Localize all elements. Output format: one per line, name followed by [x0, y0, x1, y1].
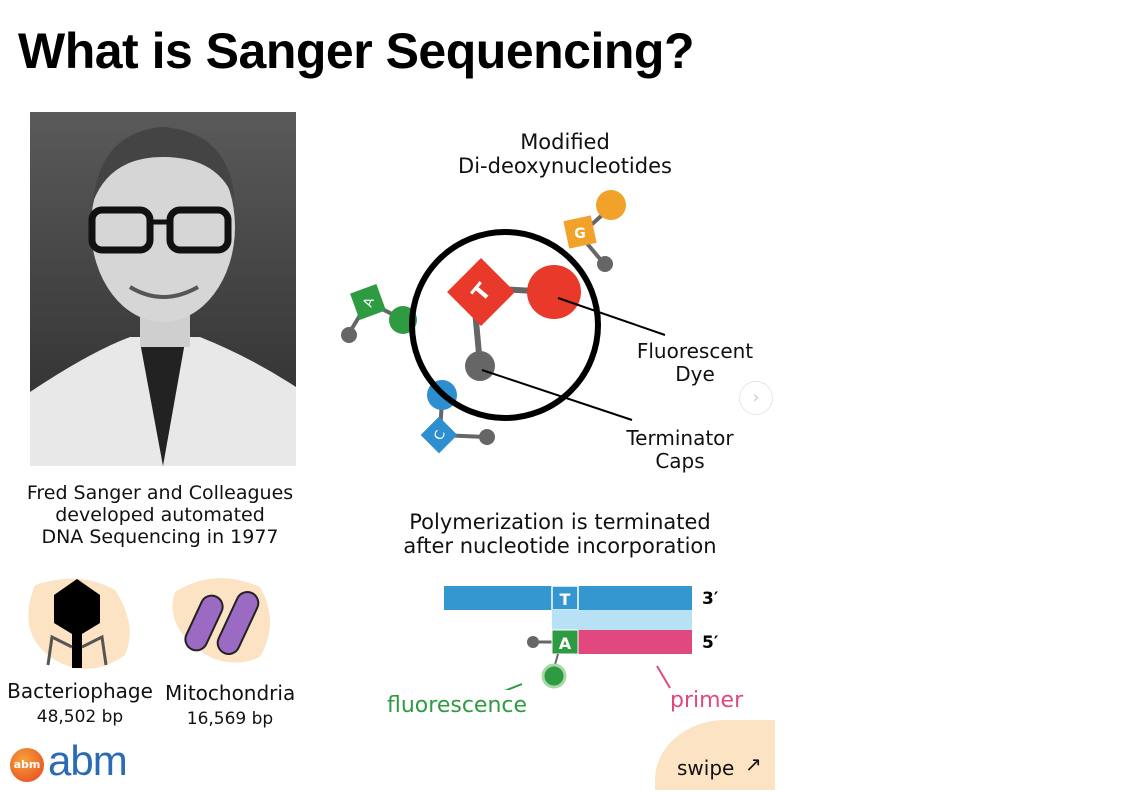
- label-line: Dye: [675, 362, 715, 386]
- bacteriophage-size: 48,502 bp: [36, 707, 124, 727]
- bacteriophage-icon: [28, 578, 130, 669]
- fluorescent-dye-label: Fluorescent Dye: [615, 340, 775, 386]
- fluorescence-label: fluorescence: [387, 693, 528, 718]
- bacteriophage-label: Bacteriophage: [7, 679, 153, 703]
- label-line: Fluorescent: [636, 339, 754, 363]
- cap-pointer: [481, 369, 633, 421]
- terminator-caps-label: Terminator Caps: [605, 427, 755, 473]
- abm-logo-text: abm: [48, 737, 128, 784]
- caption-line: DNA Sequencing in 1977: [41, 525, 279, 548]
- diagram-title: Modified Di-deoxynucleotides: [420, 130, 710, 178]
- page-title: What is Sanger Sequencing?: [18, 23, 695, 79]
- five-prime-label: 5′: [702, 633, 719, 653]
- label-line: Caps: [655, 449, 705, 473]
- mitochondria-label: Mitochondria: [165, 681, 296, 705]
- caption-line: Fred Sanger and Colleagues: [26, 482, 294, 504]
- photo-caption: Fred Sanger and Colleagues developed aut…: [10, 482, 310, 549]
- mitochondria-icon: [172, 578, 270, 663]
- label-line: Terminator: [626, 426, 734, 450]
- mitochondria-size: 16,569 bp: [186, 709, 274, 729]
- nucleotide-a: A: [341, 284, 417, 343]
- swipe-hint: swipe ↗: [655, 720, 775, 790]
- next-slide-button[interactable]: ›: [739, 381, 773, 415]
- abm-logo: abm abm: [10, 737, 160, 785]
- abm-logo-badge: abm: [10, 748, 44, 782]
- portrait-photo: [30, 112, 296, 466]
- caption-line: developed automated: [55, 503, 265, 526]
- template-base: T: [560, 590, 571, 609]
- curved-arrow-icon: ↗: [745, 752, 762, 776]
- chevron-right-icon: ›: [752, 387, 760, 408]
- swipe-text: swipe: [677, 756, 735, 780]
- terminator-cap: [465, 351, 495, 381]
- dye-pointer: [557, 297, 666, 336]
- primer-strand: [578, 630, 692, 654]
- added-base: A: [559, 634, 572, 653]
- diagram-title-line: Modified: [520, 130, 610, 154]
- polymerization-title: Polymerization is terminated after nucle…: [370, 510, 750, 558]
- primer-label: primer: [670, 688, 744, 713]
- fluorescence-dot: [541, 663, 567, 689]
- diagram-title-line: Di-deoxynucleotides: [458, 154, 672, 179]
- fluorescent-dye: [527, 265, 581, 319]
- title-line: Polymerization is terminated: [409, 510, 711, 534]
- highlight-circle: [409, 229, 601, 421]
- nucleotide-t: T: [447, 258, 581, 381]
- three-prime-label: 3′: [702, 589, 719, 609]
- nucleotide-letter: G: [574, 226, 586, 242]
- polymerization-diagram: T A 3′ 5′: [444, 585, 719, 690]
- title-line: after nucleotide incorporation: [403, 534, 717, 559]
- dideoxynucleotide-diagram: G A C T: [341, 190, 666, 454]
- nucleotide-g: G: [563, 190, 626, 272]
